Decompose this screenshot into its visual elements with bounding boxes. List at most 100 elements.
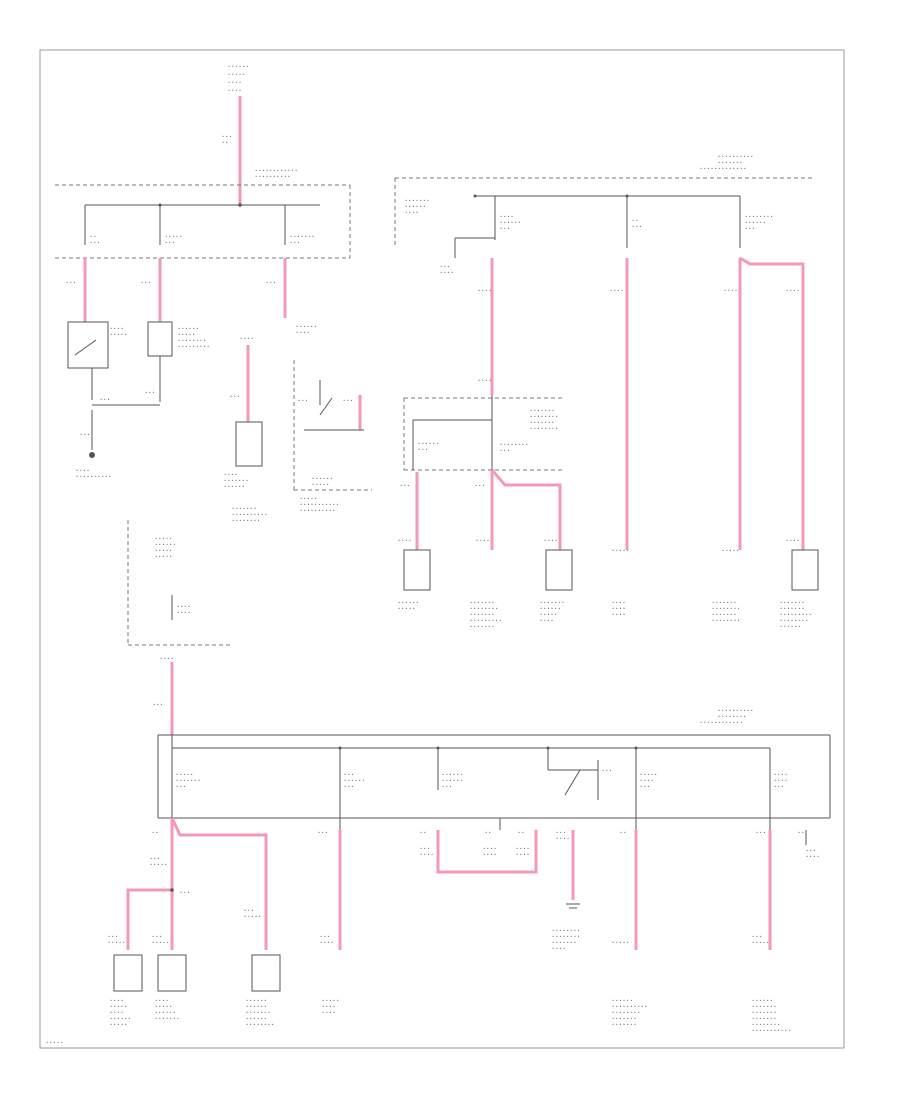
svg-text:• • • •: • • • •	[420, 852, 433, 857]
fuse-1: • • • • • • • • • • • • • • • • • • • • …	[66, 205, 127, 479]
svg-text:• • • • • •: • • • • • •	[246, 1004, 267, 1009]
svg-text:• • • •: • • • •	[296, 330, 309, 335]
svg-text:• •: • •	[222, 140, 228, 145]
svg-text:• • • • • • • • • • • •: • • • • • • • • • • • •	[255, 168, 297, 173]
fuse-2: • • • • • • • • • • • • • • • • • • • • …	[92, 205, 209, 406]
diagram-border	[39, 49, 845, 1049]
svg-text:• • • • • • • • •: • • • • • • • • •	[470, 618, 501, 623]
svg-text:• • • • •: • • • • •	[165, 234, 182, 239]
svg-text:• • • • • •: • • • • • •	[155, 1010, 176, 1015]
upper-right-fuse-block: • • • • • • • • • • • • • • • • • • • • …	[394, 154, 812, 550]
svg-text:• • • •: • • • •	[483, 852, 496, 857]
svg-text:• • • •: • • • •	[320, 940, 333, 945]
svg-text:• • • • • •: • • • • • •	[745, 220, 766, 225]
svg-text:• • • • •: • • • • •	[110, 332, 127, 337]
svg-text:• • • • • • •: • • • • • • •	[552, 940, 576, 945]
svg-text:• •: • •	[485, 830, 491, 835]
svg-text:• • •: • • •	[774, 784, 784, 789]
svg-text:• • • • • • •: • • • • • • •	[224, 478, 248, 483]
svg-text:• •: • •	[518, 830, 524, 835]
svg-text:• • • • • •: • • • • • •	[500, 220, 521, 225]
svg-text:• • • • • • • •: • • • • • • • •	[712, 618, 740, 623]
svg-text:• • •: • • •	[100, 397, 110, 402]
relay-box: • • • • • • • • • • • • • • • • • • • • …	[293, 324, 372, 513]
svg-text:• • • • • • •: • • • • • • •	[405, 198, 429, 203]
svg-text:• • • • • • •: • • • • • • •	[232, 506, 256, 511]
svg-text:• • • •: • • • •	[640, 778, 653, 783]
svg-text:• • • • •: • • • • •	[155, 1004, 172, 1009]
svg-text:• • •: • • •	[602, 768, 612, 773]
svg-text:• • • • • • •: • • • • • • •	[470, 624, 494, 629]
svg-text:• • •: • • •	[150, 856, 160, 861]
svg-text:• • • • • •: • • • • • •	[296, 324, 317, 329]
svg-text:• • • • • • •: • • • • • • •	[752, 1004, 776, 1009]
ignition-feed: • • • • • • • • • • • • • • • • • • • • …	[127, 506, 267, 735]
svg-text:• • •: • • •	[344, 784, 354, 789]
svg-text:• • • • •: • • • • •	[155, 548, 172, 553]
svg-text:• • • •: • • • •	[478, 378, 491, 383]
svg-text:• • • •: • • • •	[177, 610, 190, 615]
svg-text:• • • • • • • •: • • • • • • • •	[752, 1022, 780, 1027]
svg-text:• • • •: • • • •	[774, 778, 787, 783]
svg-text:• • • • • •: • • • • • •	[155, 542, 176, 547]
svg-text:• • •: • • •	[756, 830, 766, 835]
svg-text:• • • •: • • • •	[160, 656, 173, 661]
battery-feed: • • • • • • • • • • • • • • • • • • • • …	[222, 64, 249, 205]
svg-text:• • • • •: • • • • •	[612, 940, 629, 945]
svg-text:• • •: • • •	[80, 432, 90, 437]
svg-text:• • • • • • • •: • • • • • • • •	[718, 714, 746, 719]
svg-text:• • • • • •: • • • • • •	[178, 326, 199, 331]
svg-text:• • • • • • • • • •: • • • • • • • • • •	[718, 154, 753, 159]
svg-text:• • • • • •: • • • • • •	[228, 64, 249, 69]
svg-text:• • • • • •: • • • • • •	[246, 998, 267, 1003]
svg-text:• • • • • • •: • • • • • • •	[530, 420, 554, 425]
svg-text:• • • • •: • • • • •	[110, 1004, 127, 1009]
svg-text:• •: • •	[798, 830, 804, 835]
svg-text:• • • • • • • • • •: • • • • • • • • • •	[232, 512, 267, 517]
svg-text:• • • • • • •: • • • • • • •	[780, 600, 804, 605]
svg-text:• • •: • • •	[343, 398, 353, 403]
svg-text:• • • • • • • •: • • • • • • • •	[552, 934, 580, 939]
svg-text:• • • •: • • • •	[786, 288, 799, 293]
svg-text:• • • •: • • • •	[177, 604, 190, 609]
svg-text:• • •: • • •	[418, 447, 428, 452]
svg-text:• • • •: • • • •	[483, 846, 496, 851]
svg-text:• • • •: • • • •	[516, 846, 529, 851]
svg-text:• • • •: • • • •	[76, 468, 89, 473]
svg-text:• • • •: • • • •	[398, 538, 411, 543]
svg-text:• • • • •: • • • • •	[176, 772, 193, 777]
svg-text:• • • •: • • • •	[440, 270, 453, 275]
svg-text:• • • • • • • • • • • • •: • • • • • • • • • • • • •	[700, 166, 746, 171]
svg-text:• • •: • • •	[141, 280, 151, 285]
svg-text:• • • • •: • • • • •	[110, 1022, 127, 1027]
svg-text:• • •: • • •	[500, 226, 510, 231]
svg-text:• • • • • • • • • • •: • • • • • • • • • • •	[300, 502, 339, 507]
svg-text:• • •: • • •	[153, 702, 163, 707]
svg-text:• • • • • •: • • • • • •	[344, 778, 365, 783]
svg-text:• • • •: • • • •	[612, 606, 625, 611]
svg-text:• • •: • • •	[152, 934, 162, 939]
svg-text:• • • • • • • • • •: • • • • • • • • • •	[612, 1004, 647, 1009]
svg-text:• • • •: • • • •	[322, 1010, 335, 1015]
svg-text:• • • • •: • • • • •	[155, 554, 172, 559]
svg-text:• • • • • • •: • • • • • • •	[155, 1016, 179, 1021]
svg-text:• • • • • • • •: • • • • • • • •	[178, 338, 206, 343]
svg-text:• • • •: • • • •	[240, 336, 253, 341]
svg-text:• • •: • • •	[344, 772, 354, 777]
svg-text:• • • •: • • • •	[724, 288, 737, 293]
svg-text:• • • • • • •: • • • • • • •	[752, 1016, 776, 1021]
svg-text:• • •: • • •	[90, 240, 100, 245]
svg-text:• • • •: • • • •	[110, 1010, 123, 1015]
svg-text:• • • •: • • • •	[516, 852, 529, 857]
svg-text:• • •: • • •	[640, 784, 650, 789]
svg-text:• • • • • •: • • • • • •	[224, 484, 245, 489]
svg-text:• • • •: • • • •	[405, 210, 418, 215]
svg-text:• • • •: • • • •	[478, 288, 491, 293]
svg-text:• • •: • • •	[420, 846, 430, 851]
svg-text:• • • •: • • • •	[228, 88, 241, 93]
svg-text:• • • •: • • • •	[540, 618, 553, 623]
svg-text:• •: • •	[620, 830, 626, 835]
svg-text:• • • •: • • • •	[224, 472, 237, 477]
svg-text:• • • • • •: • • • • • •	[405, 204, 426, 209]
